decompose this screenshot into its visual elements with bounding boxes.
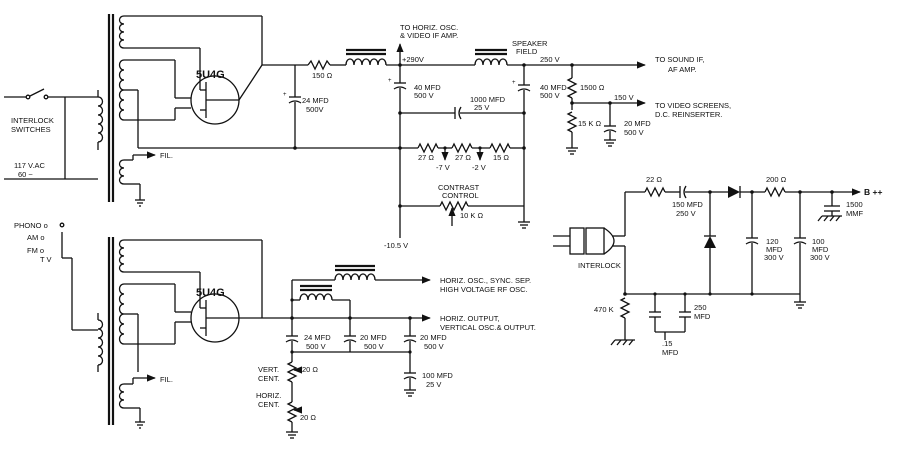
label-c100a-2: 25 V: [426, 380, 441, 389]
label-c100a: 100 MFD: [422, 371, 453, 380]
label-horiz-output-2: VERTICAL OSC.& OUTPUT.: [440, 323, 536, 332]
interlock-switches: [4, 88, 98, 180]
label-fil-2: FIL.: [160, 375, 173, 384]
rectifier-tube-2: 5U4G: [175, 287, 262, 343]
label-v150: 150 V: [614, 93, 634, 102]
label-ac-in-2: 60 ~: [18, 170, 33, 179]
label-c15: .15: [662, 339, 672, 348]
doubler-circuit: [553, 185, 861, 346]
svg-text:+: +: [512, 80, 516, 86]
label-interlock-switches-2: SWITCHES: [11, 125, 51, 134]
label-phono: PHONO o: [14, 221, 48, 230]
label-c20b-2: 500 V: [364, 342, 384, 351]
label-c250-2: MFD: [694, 312, 711, 321]
label-c120: 120: [766, 237, 779, 246]
label-contrast-2: CONTROL: [442, 191, 479, 200]
label-to-sound-if-2: AF AMP.: [668, 65, 697, 74]
label-horiz-output: HORIZ. OUTPUT,: [440, 314, 500, 323]
label-am: AM o: [27, 233, 45, 242]
transformer-1: [107, 14, 263, 207]
label-c40a-2: 500 V: [414, 91, 434, 100]
label-c24a: 24 MFD: [302, 96, 329, 105]
svg-text:+: +: [388, 78, 392, 84]
label-horiz-cent: HORIZ.: [256, 391, 281, 400]
label-c1000-2: 25 V: [474, 103, 489, 112]
tube2-label: 5U4G: [196, 287, 225, 299]
label-c100b-3: 300 V: [810, 253, 830, 262]
label-r15k: 15 K Ω: [578, 119, 602, 128]
label-r20b: 20 Ω: [300, 413, 316, 422]
label-c20c: 20 MFD: [420, 333, 447, 342]
label-r470k: 470 K: [594, 305, 614, 314]
label-c20a-2: 500 V: [624, 128, 644, 137]
label-horiz-osc-sync-2: HIGH VOLTAGE RF OSC.: [440, 285, 528, 294]
label-horiz-osc-sync: HORIZ. OSC., SYNC. SEP.: [440, 276, 531, 285]
label-c250: 250: [694, 303, 707, 312]
label-c1500-2: MMF: [846, 209, 863, 218]
label-v290: +290V: [402, 55, 424, 64]
transformer-2: [107, 237, 263, 429]
label-r20a: 20 Ω: [302, 365, 318, 374]
upper-filter: + + +: [138, 43, 646, 238]
label-tv: T V: [40, 255, 52, 264]
label-r150: 150 Ω: [312, 71, 333, 80]
label-c24a-2: 500V: [306, 105, 324, 114]
lower-filter: [262, 264, 431, 439]
label-vert-cent-2: CENT.: [258, 374, 280, 383]
label-to-horiz-osc: TO HORIZ. OSC.: [400, 23, 458, 32]
label-to-video-screens-2: D.C. REINSERTER.: [655, 110, 722, 119]
label-r15: 15 Ω: [493, 153, 509, 162]
label-c150-2: 250 V: [676, 209, 696, 218]
label-c40a: 40 MFD: [414, 83, 441, 92]
label-bplus: B ++: [864, 187, 882, 197]
label-to-horiz-osc-2: & VIDEO IF AMP.: [400, 31, 458, 40]
label-horiz-cent-2: CENT.: [258, 400, 280, 409]
label-fm: FM o: [27, 246, 44, 255]
transformer2-primary: [97, 319, 104, 366]
label-c40b: 40 MFD: [540, 83, 567, 92]
rectifier-tube-1: 5U4G: [175, 64, 263, 125]
label-fil-1: FIL.: [160, 151, 173, 160]
label-v250: 250 V: [540, 55, 560, 64]
label-c150: 150 MFD: [672, 200, 703, 209]
label-speaker-field: SPEAKER: [512, 39, 548, 48]
label-r200: 200 Ω: [766, 175, 787, 184]
label-c120-2: MFD: [766, 245, 783, 254]
label-to-video-screens: TO VIDEO SCREENS,: [655, 101, 731, 110]
tube1-label: 5U4G: [196, 69, 225, 81]
label-r1500: 1500 Ω: [580, 83, 605, 92]
label-c20a: 20 MFD: [624, 119, 651, 128]
label-ac-in: 117 V.AC: [14, 161, 45, 170]
label-c15-2: MFD: [662, 348, 679, 357]
transformer1-primary: [97, 96, 104, 143]
svg-text:+: +: [283, 92, 287, 98]
label-vm7: -7 V: [436, 163, 450, 172]
label-vm2: -2 V: [472, 163, 486, 172]
label-c20b: 20 MFD: [360, 333, 387, 342]
label-c24b: 24 MFD: [304, 333, 331, 342]
label-interlock: INTERLOCK: [578, 261, 621, 270]
label-c120-3: 300 V: [764, 253, 784, 262]
label-r22: 22 Ω: [646, 175, 662, 184]
label-c40b-2: 500 V: [540, 91, 560, 100]
interlock-plug: [553, 227, 625, 255]
label-r27a: 27 Ω: [418, 153, 434, 162]
label-c100b: 100: [812, 237, 825, 246]
label-r10k: 10 K Ω: [460, 211, 484, 220]
label-interlock-switches: INTERLOCK: [11, 116, 54, 125]
label-c20c-2: 500 V: [424, 342, 444, 351]
label-c24b-2: 500 V: [306, 342, 326, 351]
label-c1000: 1000 MFD: [470, 95, 506, 104]
input-section: INTERLOCK SWITCHES 117 V.AC 60 ~ PHONO o…: [4, 88, 104, 372]
label-vert-cent: VERT.: [258, 365, 279, 374]
label-vm105: -10.5 V: [384, 241, 408, 250]
label-contrast: CONTRAST: [438, 183, 480, 192]
label-speaker-field-2: FIELD: [516, 47, 538, 56]
label-to-sound-if: TO SOUND IF,: [655, 55, 704, 64]
label-r27b: 27 Ω: [455, 153, 471, 162]
label-c100b-2: MFD: [812, 245, 829, 254]
label-c1500: 1500: [846, 200, 863, 209]
selector-switch: [59, 222, 98, 331]
